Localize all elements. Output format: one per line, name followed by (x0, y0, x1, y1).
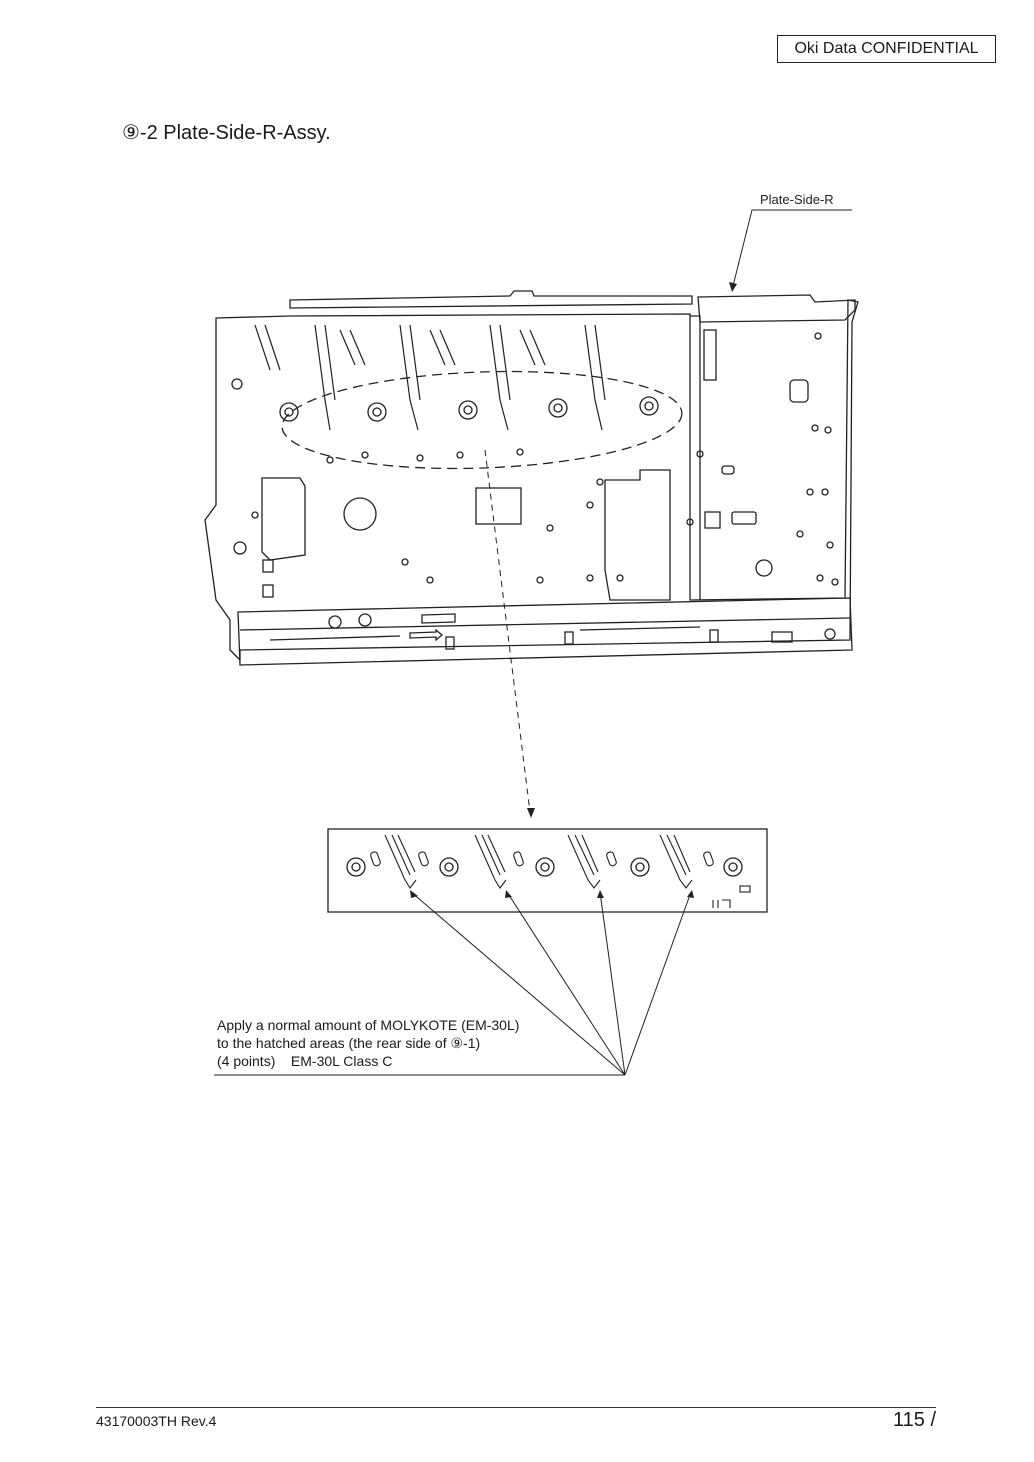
callout-leaders (214, 891, 692, 1076)
note-line-2: to the hatched areas (the rear side of ⑨… (217, 1035, 481, 1051)
footer-divider (96, 1407, 936, 1408)
main-plate (204, 299, 859, 662)
doc-number: 43170003TH Rev.4 (96, 1413, 217, 1429)
top-rail (289, 290, 693, 309)
plate-side-r-label: Plate-Side-R (760, 192, 834, 207)
note-line-1: Apply a normal amount of MOLYKOTE (EM-30… (217, 1017, 520, 1033)
section-title: ⑨-2 Plate-Side-R-Assy. (122, 122, 331, 144)
bottom-rail (237, 597, 853, 666)
detail-connector (484, 449, 531, 813)
detail-rollers (346, 857, 743, 877)
plate-side-r-leader (731, 209, 852, 291)
hatched-region-callout (281, 370, 683, 470)
page-number: 115 / (893, 1409, 936, 1431)
detail-springs (370, 834, 751, 908)
note-line-3: (4 points) EM-30L Class C (217, 1053, 393, 1069)
lubrication-note: Apply a normal amount of MOLYKOTE (EM-30… (217, 1016, 519, 1070)
roller-row (279, 396, 659, 422)
spring-array (254, 324, 606, 431)
confidential-badge: Oki Data CONFIDENTIAL (777, 35, 996, 63)
detail-view (327, 828, 768, 913)
